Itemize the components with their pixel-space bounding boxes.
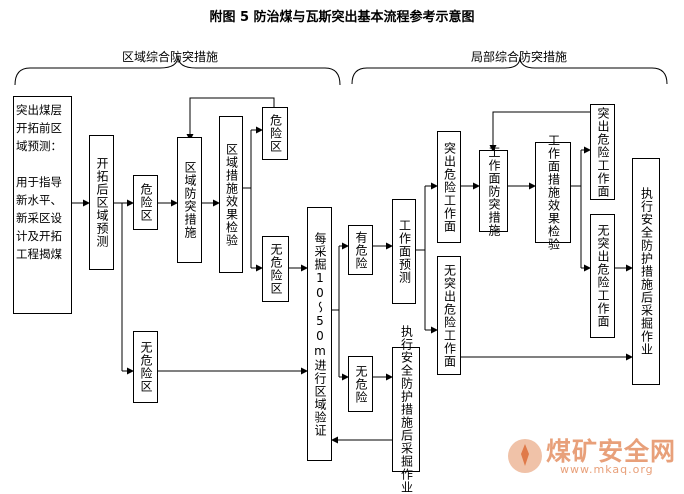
face-predict-box: 工作面预测	[392, 199, 416, 304]
danger-zone-box: 危险区	[133, 175, 158, 230]
regional-section-label: 区域综合防突措施	[122, 50, 219, 64]
face-danger2-box: 突出危险工作面	[590, 104, 615, 200]
diagram-title: 附图 5 防治煤与瓦斯突出基本流程参考示意图	[209, 10, 475, 25]
effect-check-box: 区域措施效果检验	[219, 116, 243, 273]
predict-before-box: 突出煤层开拓前区域预测： 用于指导新水平、新采区设计及开拓工程揭煤	[13, 96, 72, 314]
safety-mining-box: 执行安全防护措施后采掘作业	[392, 325, 420, 494]
face-nondanger2-box: 无突出危险工作面	[590, 214, 615, 338]
final-mining-box: 执行安全防护措施后采掘作业	[632, 158, 660, 385]
regional-measures-box: 区域防突措施	[177, 137, 202, 263]
face-nondanger-box: 无突出危险工作面	[437, 256, 461, 375]
no-danger-box: 无危险	[348, 356, 373, 412]
face-effect-box: 工作面措施效果检验	[535, 134, 571, 251]
face-measures-box: 工作面防突措施	[479, 146, 508, 237]
regional-brace	[14, 55, 341, 86]
local-section-label: 局部综合防突措施	[471, 50, 568, 64]
check-danger-box: 危险区	[262, 107, 288, 160]
predict-after-box: 开拓后区域预测	[89, 135, 114, 270]
watermark-url: www.mkaq.org	[560, 463, 654, 476]
nondanger-zone-box: 无危险区	[133, 331, 158, 403]
local-brace	[351, 56, 668, 85]
check-nondanger-box: 无危险区	[262, 236, 289, 302]
face-danger-box: 突出危险工作面	[437, 131, 461, 243]
watermark-logo-icon	[508, 439, 542, 473]
watermark-text: 煤矿安全网	[546, 437, 677, 466]
verify-box: 每采掘10～50m进行区域验证	[307, 207, 332, 461]
has-danger-box: 有危险	[348, 225, 373, 275]
